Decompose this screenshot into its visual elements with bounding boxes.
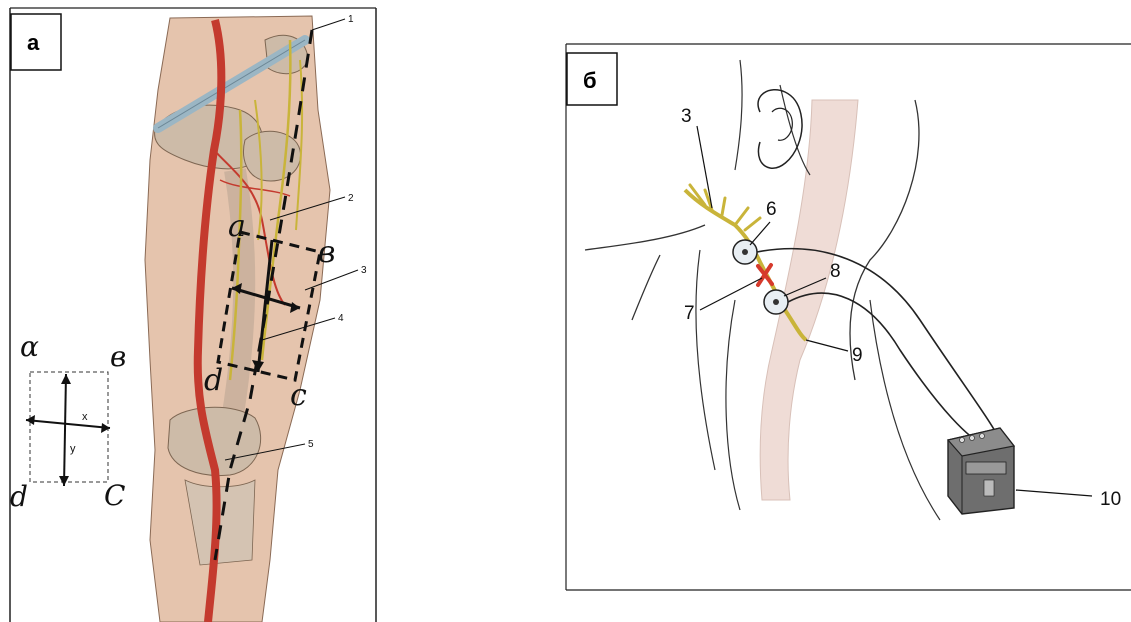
device-panel [966,462,1006,474]
callout-1: 1 [348,14,354,25]
legend-arrow-y-head-top [61,374,71,384]
legend-arrow-x-head-right [101,423,110,433]
chest-line [696,250,715,470]
legend-y-label: y [70,443,76,455]
callout-1-leader [312,19,345,30]
femur-shaft [232,170,244,420]
callout-4: 4 [338,313,344,324]
callout-7-leader [700,278,762,310]
callout-8: 8 [830,261,841,282]
device-port [984,480,994,496]
panel-b-tag: б [583,68,597,93]
callout-10-leader [1016,490,1092,496]
callout-10: 10 [1100,489,1121,510]
rect-corner-b: в [318,235,335,270]
panel-a: 1 2 3 4 5 a в c d x y α в C d а [10,8,376,622]
rect-corner-c: c [290,378,307,413]
legend-corner-d: d [10,480,28,513]
rect-corner-d: d [204,363,223,398]
callout-6: 6 [766,199,777,220]
callout-3: 3 [361,265,367,276]
nerve-branches [690,185,760,230]
panel-a-tag: а [27,30,40,55]
neck-back-line [850,100,919,380]
legend-diagram: x y α в C d [10,330,126,513]
callout-7: 7 [684,303,695,324]
legend-corner-c: C [104,479,125,512]
wire-2 [788,293,985,445]
shoulder-contour [632,255,660,320]
legend-arrow-y [64,374,66,486]
legend-x-label: x [82,411,88,423]
legend-arrow-y-head-bottom [59,476,69,486]
callout-9: 9 [852,345,863,366]
shoulder-line [585,225,705,250]
callout-2: 2 [348,193,354,204]
panel-b: 3 6 7 8 9 10 б [566,44,1131,590]
legend-corner-b: в [110,340,126,373]
legend-corner-a: α [20,330,39,363]
callout-3b: 3 [681,106,692,127]
callout-9-leader [806,340,848,351]
trapezius-line [726,300,740,510]
jaw-contour [780,85,810,175]
callout-5: 5 [308,439,314,450]
rect-corner-a: a [228,209,246,244]
electrode-6-center [742,249,748,255]
device-knob-3 [980,434,985,439]
electrode-8-center [773,299,779,305]
legend-arrow-x [26,420,110,428]
device-knob-1 [960,438,965,443]
jaw-line [735,60,742,170]
device-knob-2 [970,436,975,441]
ear [758,90,802,169]
stimulator-device [948,428,1014,514]
